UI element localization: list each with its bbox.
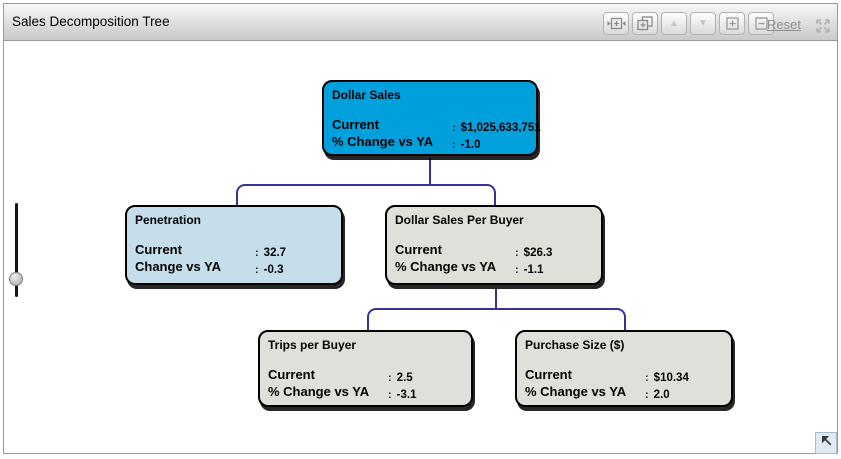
row-separator: : [452, 139, 456, 151]
row-value: -1.1 [523, 264, 544, 276]
row-label: Current [268, 367, 315, 382]
row-value: $1,025,633,751 [460, 122, 541, 134]
row-value: -3.1 [396, 389, 417, 401]
node-title: Dollar Sales [332, 88, 401, 102]
zoom-slider-handle[interactable] [9, 272, 23, 286]
node-row: % Change vs YA : -1.1 [395, 258, 593, 276]
row-value: 2.0 [653, 389, 670, 401]
page-title: Sales Decomposition Tree [12, 14, 170, 29]
connector-level2 [367, 308, 626, 330]
expand-width-icon [607, 17, 626, 30]
cascade-windows-icon [637, 16, 653, 31]
expand-all-button[interactable] [719, 12, 745, 35]
cascade-windows-button[interactable] [632, 12, 658, 35]
row-value: -0.3 [263, 264, 284, 276]
row-separator: : [515, 247, 519, 259]
row-label: Current [332, 117, 379, 132]
node-row: % Change vs YA : -3.1 [268, 383, 463, 401]
collapse-all-button[interactable] [748, 12, 774, 35]
node-title: Trips per Buyer [268, 338, 357, 352]
expand-width-button[interactable] [603, 12, 629, 35]
up-triangle-icon: ▲ [669, 17, 679, 29]
row-label: Current [135, 242, 182, 257]
row-label: % Change vs YA [268, 384, 370, 399]
connector-root-stub [429, 158, 431, 186]
row-value: 2.5 [396, 372, 413, 384]
reset-button[interactable]: Reset [767, 17, 801, 32]
node-row: Current : $1,025,633,751 [332, 116, 541, 134]
node-row: % Change vs YA : -1.0 [332, 133, 528, 151]
row-label: % Change vs YA [332, 134, 434, 149]
row-value: 32.7 [263, 247, 287, 259]
zoom-slider-track[interactable] [15, 203, 18, 297]
row-label: Change vs YA [135, 259, 221, 274]
row-separator: : [645, 372, 649, 384]
row-label: % Change vs YA [395, 259, 497, 274]
row-label: % Change vs YA [525, 384, 627, 399]
fullscreen-arrows-icon[interactable] [814, 17, 832, 35]
node-title: Purchase Size ($) [525, 338, 625, 352]
tree-node-dollar-sales-per-buyer[interactable]: Dollar Sales Per Buyer Current : $26.3 % … [385, 205, 603, 285]
row-label: Current [395, 242, 442, 257]
move-up-button[interactable]: ▲ [661, 12, 687, 35]
down-triangle-icon: ▼ [698, 17, 708, 29]
node-title: Penetration [135, 213, 202, 227]
row-separator: : [255, 264, 259, 276]
row-separator: : [388, 372, 392, 384]
row-separator: : [388, 389, 392, 401]
node-title: Dollar Sales Per Buyer [395, 213, 524, 227]
tree-node-penetration[interactable]: Penetration Current :32.7 Change vs YA :… [125, 205, 343, 285]
connector-level1 [236, 184, 496, 205]
widget-header: Sales Decomposition Tree [4, 4, 837, 41]
minus-box-icon [754, 17, 768, 30]
tree-node-purchase-size[interactable]: Purchase Size ($) Current : $10.34 % Chan… [515, 330, 733, 407]
connector-dspb-stub [495, 288, 497, 310]
row-value: -1.0 [460, 139, 481, 151]
move-down-button[interactable]: ▼ [690, 12, 716, 35]
node-row: Current : $26.3 [395, 241, 593, 259]
row-separator: : [515, 264, 519, 276]
plus-box-icon [725, 17, 739, 30]
tree-node-trips-per-buyer[interactable]: Trips per Buyer Current :2.5 % Change vs… [258, 330, 473, 407]
toolbar: ▲ ▼ [603, 12, 774, 35]
row-separator: : [645, 389, 649, 401]
node-row: Change vs YA : -0.3 [135, 258, 333, 276]
node-row: % Change vs YA :2.0 [525, 383, 723, 401]
restore-view-button[interactable] [815, 432, 837, 454]
row-separator: : [452, 122, 456, 134]
row-label: Current [525, 367, 572, 382]
row-value: $10.34 [653, 372, 689, 384]
node-row: Current :2.5 [268, 366, 463, 384]
row-value: $26.3 [523, 247, 553, 259]
tree-node-dollar-sales[interactable]: Dollar Sales Current : $1,025,633,751 % C… [322, 80, 541, 156]
node-row: Current :32.7 [135, 241, 333, 259]
arrow-up-left-icon [820, 434, 833, 452]
node-row: Current : $10.34 [525, 366, 723, 384]
row-separator: : [255, 247, 259, 259]
